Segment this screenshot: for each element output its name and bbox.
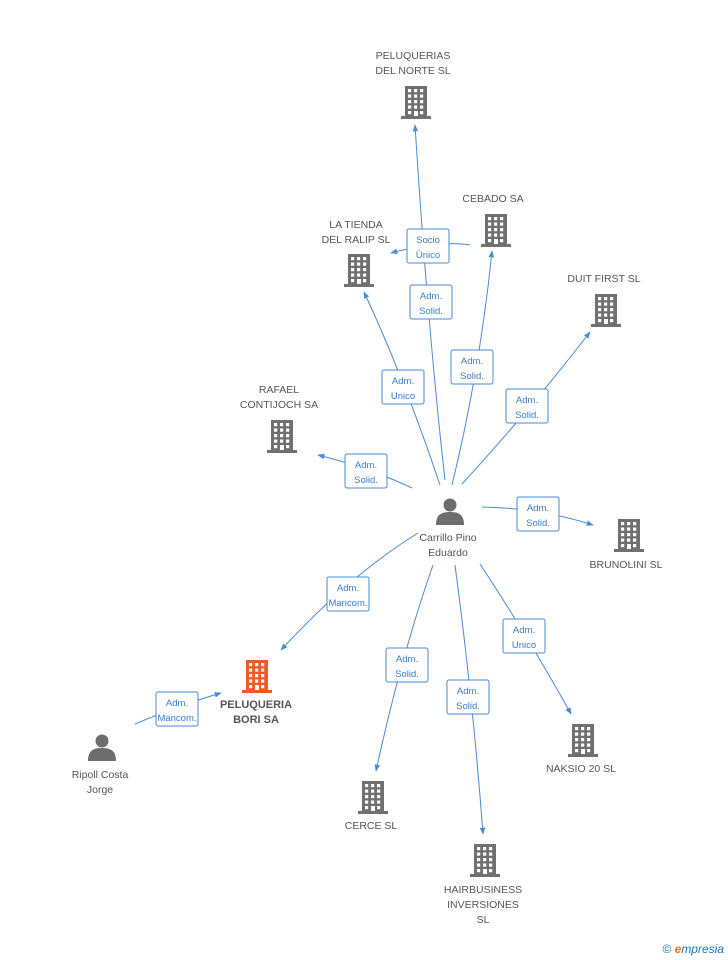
node-cebado[interactable]: CEBADO SA — [462, 193, 524, 247]
building-icon — [614, 519, 644, 552]
edge-label-text: Solid. — [526, 518, 550, 529]
brand-name: mpresia — [681, 942, 724, 956]
building-icon — [267, 420, 297, 453]
edge-label-text: Unico — [512, 640, 536, 651]
edge-label-text: Solid. — [456, 701, 480, 712]
node-brunolini[interactable]: BRUNOLINI SL — [590, 519, 663, 571]
node-label: BRUNOLINI SL — [590, 559, 663, 571]
node-rafael[interactable]: RAFAEL CONTIJOCH SA — [240, 384, 318, 453]
node-label: INVERSIONES — [447, 899, 519, 911]
edge-label-text: Adm. — [461, 356, 483, 367]
edge-label[interactable]: Adm. Solid. — [516, 496, 560, 532]
edge-label-text: Adm. — [166, 698, 188, 709]
edge-label-text: Adm. — [420, 291, 442, 302]
edge-label[interactable]: Adm. Solid. — [446, 679, 490, 715]
edge-label-box — [344, 453, 388, 489]
edge-label-text: Adm. — [513, 625, 535, 636]
building-icon — [401, 86, 431, 119]
node-label: RAFAEL — [259, 384, 299, 396]
node-label: Ripoll Costa — [72, 769, 129, 781]
node-label: PELUQUERIAS — [376, 50, 451, 62]
node-label: HAIRBUSINESS — [444, 884, 522, 896]
edge-label[interactable]: Adm. Solid. — [450, 349, 494, 385]
node-label: NAKSIO 20 SL — [546, 763, 616, 775]
node-peluquerias-norte[interactable]: PELUQUERIAS DEL NORTE SL — [375, 50, 451, 119]
edge-label-text: Adm. — [337, 583, 359, 594]
node-label: DUIT FIRST SL — [567, 273, 640, 285]
node-tienda-ralip[interactable]: LA TIENDA DEL RALIP SL — [322, 219, 391, 287]
node-label: Jorge — [87, 784, 113, 796]
edge-label-text: Adm. — [516, 395, 538, 406]
node-label: DEL NORTE SL — [375, 65, 450, 77]
edge-label-box — [326, 576, 370, 612]
building-icon — [358, 781, 388, 814]
building-icon — [344, 254, 374, 287]
copyright-symbol: © — [662, 942, 672, 956]
edge-label-text: Unico — [391, 391, 415, 402]
edge-label-text: Solid. — [460, 371, 484, 382]
edge-label-text: Solid. — [354, 475, 378, 486]
node-naksio[interactable]: NAKSIO 20 SL — [546, 724, 616, 775]
edge-label[interactable]: Adm. Solid. — [344, 453, 388, 489]
node-hairbusiness[interactable]: HAIRBUSINESS INVERSIONES SL — [444, 844, 522, 926]
edge-label-text: Socio — [416, 235, 440, 246]
edge-label-box — [381, 369, 425, 405]
edge-label-text: Solid. — [395, 669, 419, 680]
brand-initial: e — [674, 942, 682, 956]
edge-label-box — [406, 228, 450, 264]
edge-label-box — [502, 618, 546, 654]
edge-labels-layer: Adm.Solid.SocioÚnicoAdm.UnicoAdm.Solid.A… — [155, 228, 560, 727]
edge-label[interactable]: Adm. Solid. — [505, 388, 549, 424]
node-label: PELUQUERIA — [220, 699, 292, 711]
edge-label-text: Adm. — [527, 503, 549, 514]
building-icon — [568, 724, 598, 757]
edge-label-text: Adm. — [355, 460, 377, 471]
building-icon — [470, 844, 500, 877]
edge-label-box — [516, 496, 560, 532]
edge-label-text: Adm. — [457, 686, 479, 697]
edge-label-box — [409, 284, 453, 320]
building-icon — [591, 294, 621, 327]
edge-label[interactable]: Adm. Solid. — [409, 284, 453, 320]
edge-label-text: Adm. — [392, 376, 414, 387]
person-icon — [436, 498, 464, 525]
edge-label-text: Solid. — [419, 306, 443, 317]
node-label: CEBADO SA — [462, 193, 523, 205]
building-icon — [242, 660, 272, 693]
node-label: SL — [477, 914, 490, 926]
edge-label-box — [385, 647, 429, 683]
edge-label[interactable]: Adm. Unico — [381, 369, 425, 405]
edge-label[interactable]: Adm. Mancom. — [155, 691, 199, 727]
node-duit-first[interactable]: DUIT FIRST SL — [567, 273, 641, 327]
edge-label-box — [446, 679, 490, 715]
edge-label[interactable]: Adm. Unico — [502, 618, 546, 654]
edge-label-text: Adm. — [396, 654, 418, 665]
building-icon — [481, 214, 511, 247]
node-cerce[interactable]: CERCE SL — [345, 781, 398, 832]
edge-label-text: Único — [416, 250, 440, 261]
edge-label-box — [155, 691, 199, 727]
node-label: Carrillo Pino — [419, 532, 476, 544]
node-label: BORI SA — [233, 714, 279, 726]
person-icon — [88, 734, 116, 761]
edge-label-text: Mancom. — [157, 713, 196, 724]
node-label: DEL RALIP SL — [322, 234, 391, 246]
edge-label[interactable]: Adm. Solid. — [385, 647, 429, 683]
edge-label-box — [505, 388, 549, 424]
edge-label-box — [450, 349, 494, 385]
node-label: CONTIJOCH SA — [240, 399, 318, 411]
edge-label[interactable]: Adm. Mancom. — [326, 576, 370, 612]
node-label: CERCE SL — [345, 820, 398, 832]
node-label: Eduardo — [428, 547, 468, 559]
edge-label-text: Mancom. — [328, 598, 367, 609]
node-peluqueria-bori[interactable]: PELUQUERIA BORI SA — [220, 660, 292, 726]
node-label: LA TIENDA — [329, 219, 383, 231]
empresia-watermark[interactable]: © empresia — [662, 942, 724, 956]
edge-label-text: Solid. — [515, 410, 539, 421]
